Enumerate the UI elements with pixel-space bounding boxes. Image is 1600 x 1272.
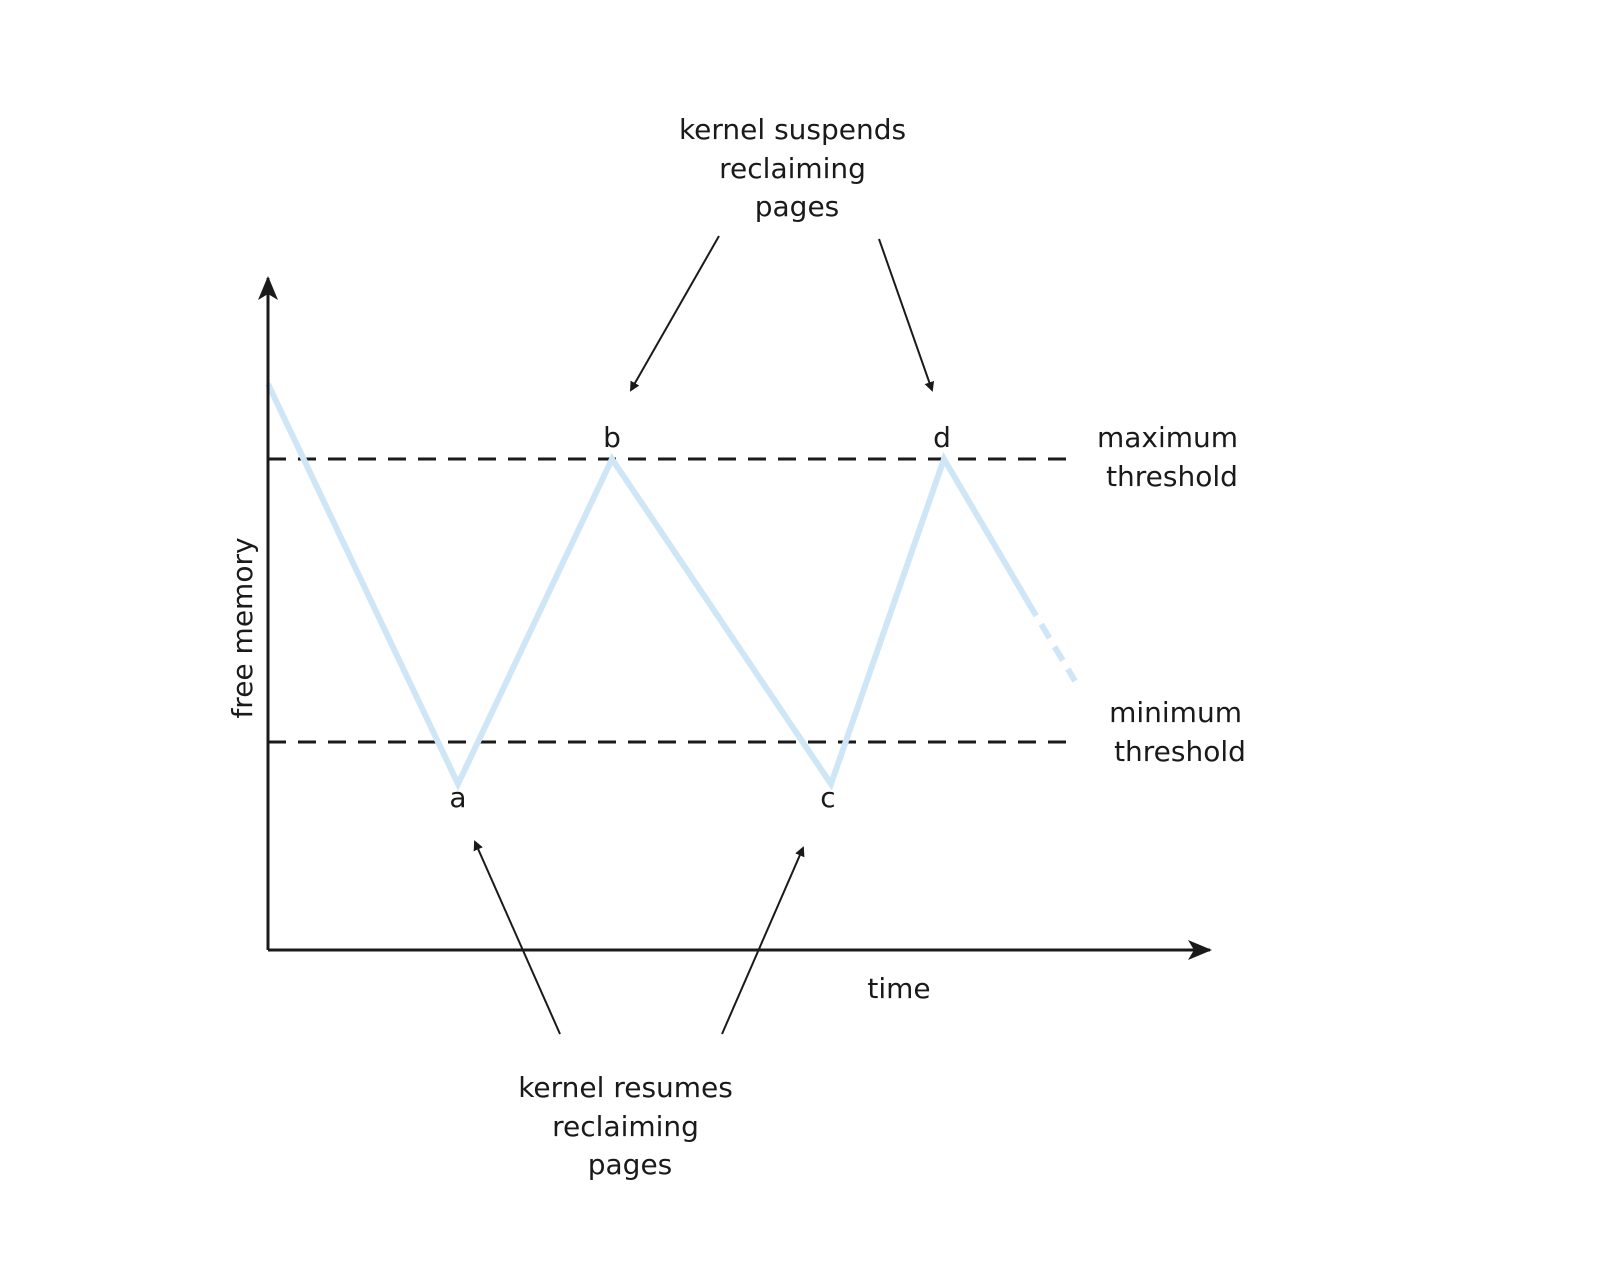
- free-memory-curve-continuation: [1025, 600, 1078, 683]
- point-label-a: a: [449, 781, 466, 814]
- free-memory-curve: [265, 382, 1031, 791]
- resume-arrow-c: [721, 846, 805, 1035]
- point-label-c: c: [820, 781, 835, 814]
- minimum-threshold-label: minimum threshold: [1109, 696, 1251, 768]
- resume-arrow-a: [473, 840, 561, 1035]
- point-label-b: b: [603, 421, 621, 454]
- y-axis-label: free memory: [226, 537, 259, 718]
- suspend-arrow-d: [878, 238, 935, 392]
- suspend-annotation: kernel suspends reclaiming pages: [679, 113, 915, 223]
- point-label-d: d: [933, 421, 951, 454]
- maximum-threshold-label: maximum threshold: [1097, 421, 1247, 493]
- suspend-arrow-b: [630, 235, 720, 392]
- resume-annotation: kernel resumes reclaiming pages: [518, 1071, 742, 1181]
- x-axis-label: time: [867, 972, 930, 1005]
